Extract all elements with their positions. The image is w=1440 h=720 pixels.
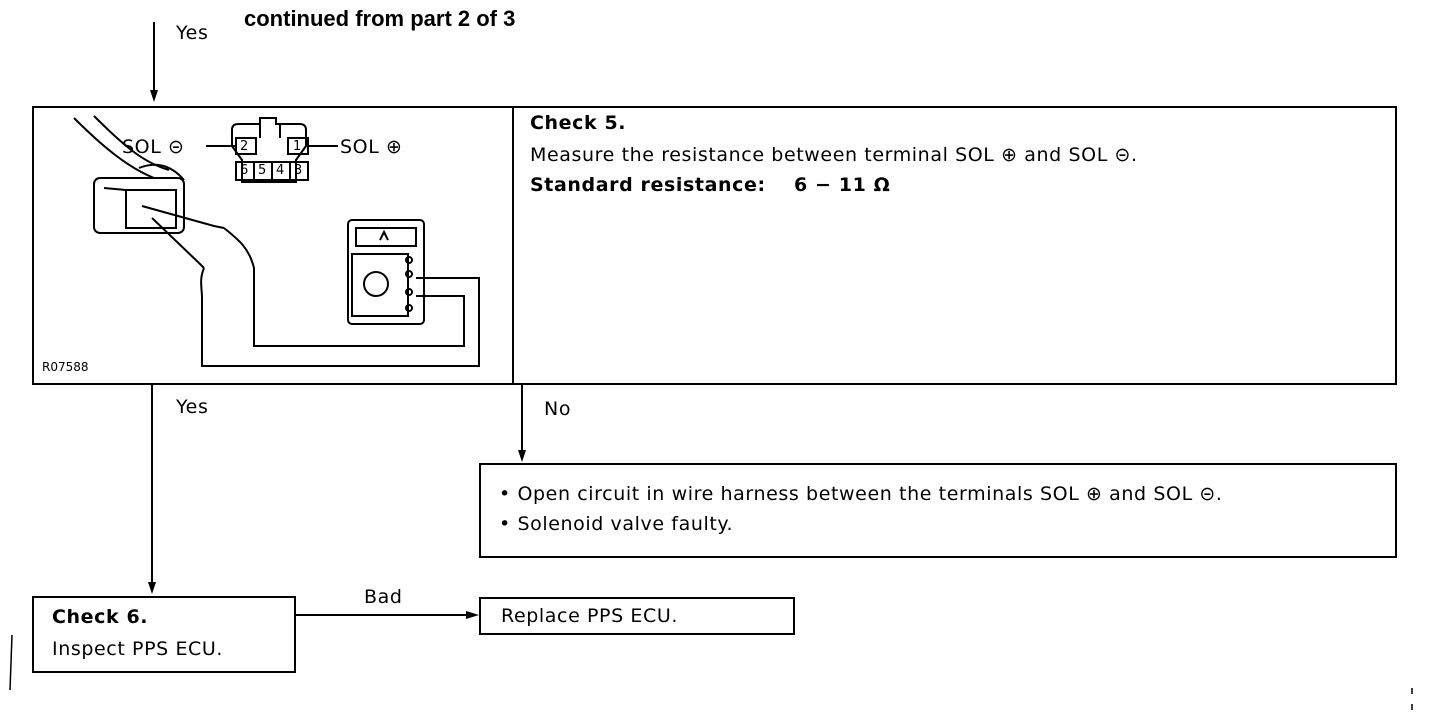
pin-6-label: 6 — [240, 163, 249, 178]
sol-minus-label: SOL ⊝ — [122, 136, 185, 158]
yes-label-top: Yes — [176, 22, 209, 44]
no-result-item-2: • Solenoid valve faulty. — [499, 513, 734, 535]
illustration-box: SOL ⊝ SOL ⊕ 2 1 6 5 4 3 R07588 — [32, 106, 514, 385]
continued-header: continued from part 2 of 3 — [244, 6, 516, 31]
replace-text: Replace PPS ECU. — [501, 605, 679, 627]
no-result-item-1: • Open circuit in wire harness between t… — [499, 483, 1223, 505]
check5-title: Check 5. — [530, 112, 627, 134]
connector-ohmmeter-drawing — [73, 115, 480, 367]
yes-top-arrowhead — [150, 90, 158, 102]
pin-1-label: 1 — [293, 139, 302, 154]
check6-title: Check 6. — [52, 606, 149, 628]
no-label: No — [544, 398, 572, 420]
no-arrowhead — [518, 450, 526, 462]
sol-plus-label: SOL ⊕ — [340, 136, 403, 158]
figure-code: R07588 — [42, 360, 89, 374]
bad-arrowhead — [466, 611, 479, 619]
check5-instruction: Measure the resistance between terminal … — [530, 144, 1138, 166]
check6-box: Check 6. Inspect PPS ECU. — [32, 596, 296, 673]
pin-5-label: 5 — [258, 163, 267, 178]
standard-resistance-label: Standard resistance: — [530, 174, 766, 196]
standard-resistance-value: 6 − 11 Ω — [794, 174, 891, 196]
yes-label-mid: Yes — [176, 396, 209, 418]
replace-box: Replace PPS ECU. — [479, 597, 795, 635]
check5-box: Check 5. Measure the resistance between … — [512, 106, 1397, 385]
check6-instruction: Inspect PPS ECU. — [52, 638, 224, 660]
yes-mid-arrowhead — [148, 582, 156, 594]
no-result-box: • Open circuit in wire harness between t… — [479, 463, 1397, 558]
pin-4-label: 4 — [276, 163, 285, 178]
bad-label: Bad — [364, 586, 403, 608]
pin-2-label: 2 — [240, 139, 249, 154]
pin-3-label: 3 — [294, 163, 303, 178]
